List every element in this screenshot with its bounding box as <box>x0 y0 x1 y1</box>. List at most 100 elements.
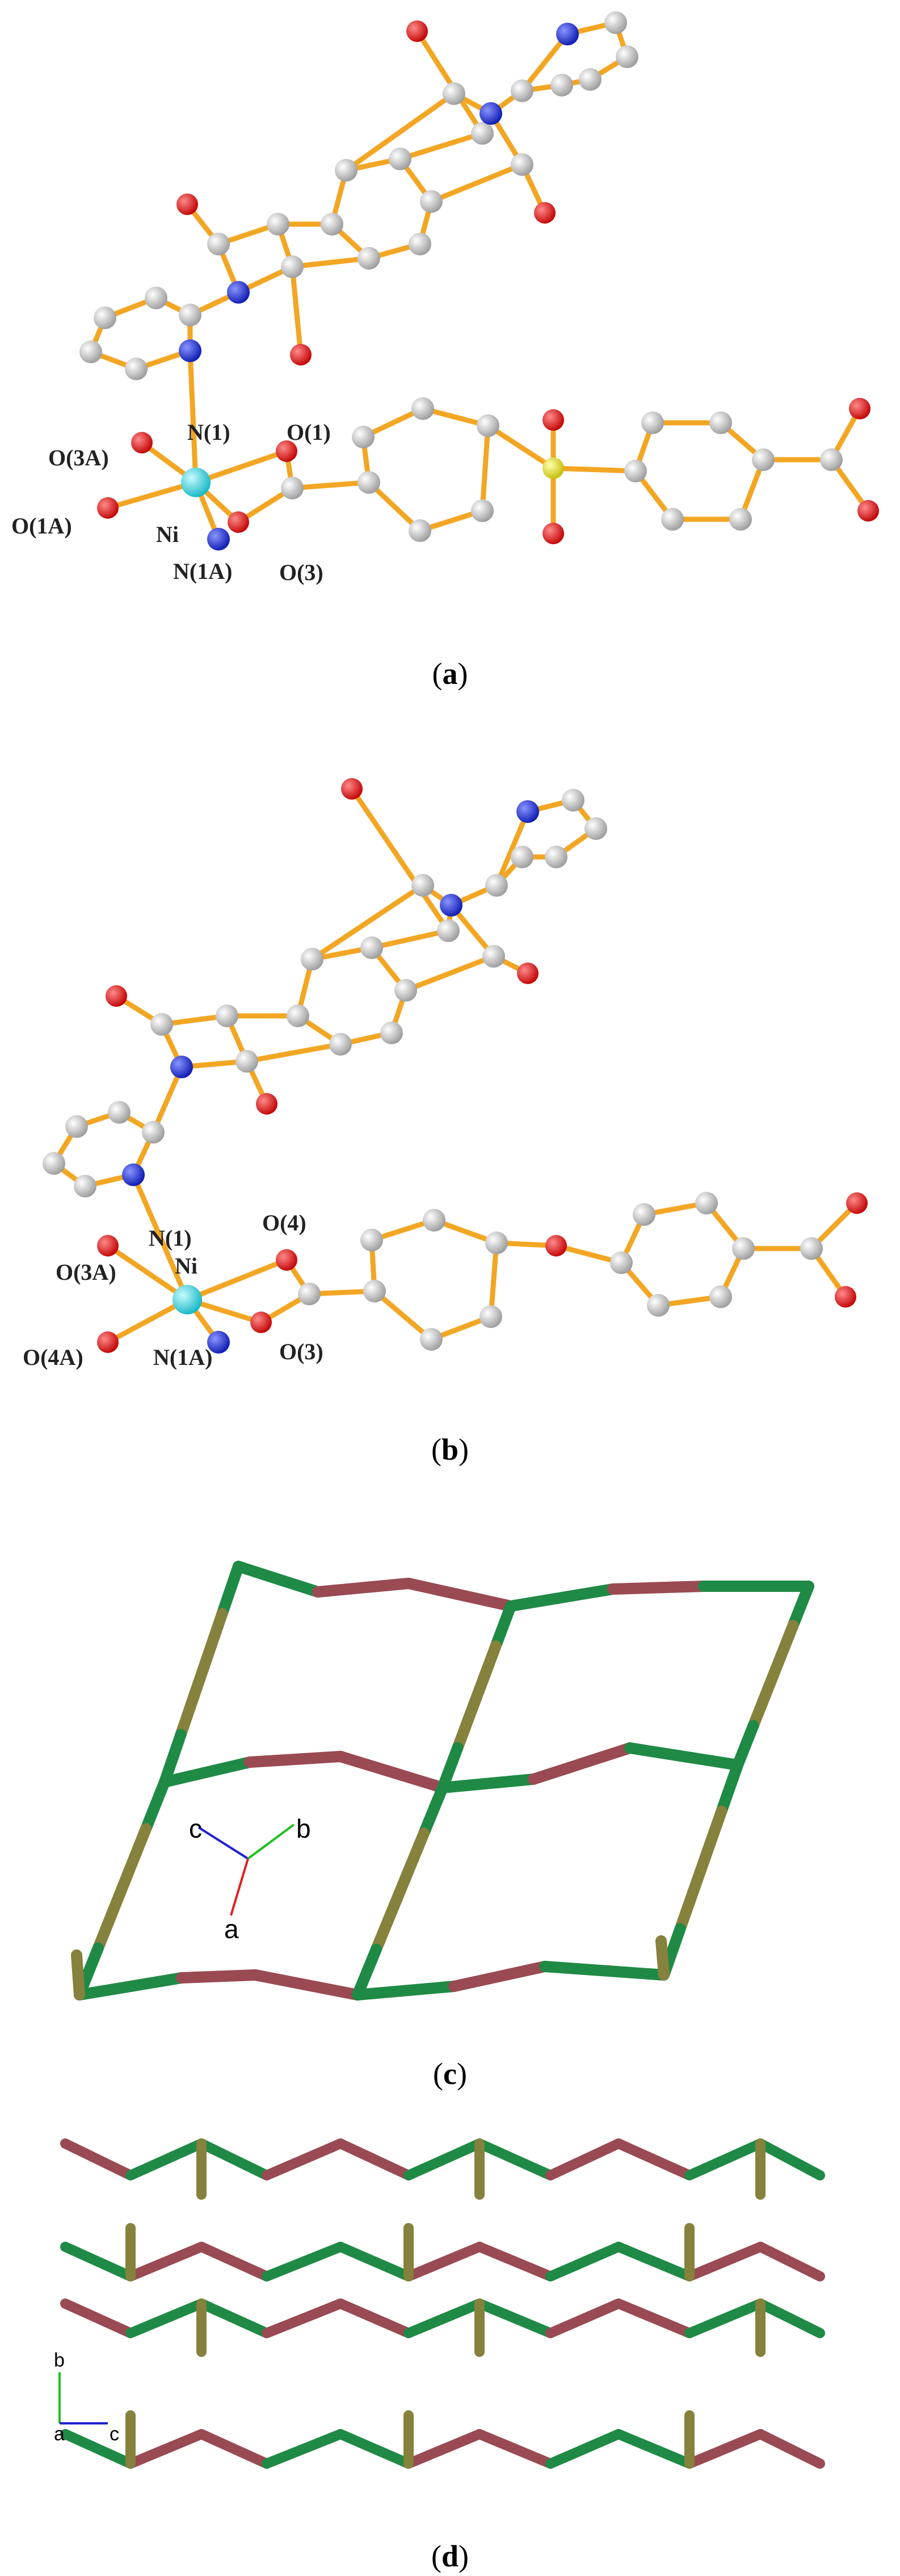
oxygen-atom <box>545 1235 567 1257</box>
net-rod <box>352 1981 460 2001</box>
net-rod <box>60 2429 136 2469</box>
net-rod <box>539 1961 670 1981</box>
carbon-atom <box>363 1280 386 1302</box>
carbon-atom <box>360 1229 383 1251</box>
panel-c-2d-network: c b a (c) <box>71 1561 814 2091</box>
carbon-atom <box>545 846 567 868</box>
net-rod <box>403 1578 516 1612</box>
net-rod <box>335 2242 414 2281</box>
net-rod <box>92 1823 152 1954</box>
oxygen-atom <box>250 1312 272 1333</box>
oxygen-atom <box>176 194 198 215</box>
panel-a-bonds <box>88 20 871 542</box>
carbon-atom <box>641 411 664 434</box>
carbon-atom <box>584 817 607 840</box>
net-rod <box>125 2138 207 2180</box>
carbon-atom <box>579 68 602 91</box>
carbon-atom <box>485 874 508 897</box>
panel-a-caption: (a) <box>432 657 468 691</box>
carbon-atom <box>411 874 434 897</box>
carbon-atom <box>267 213 289 236</box>
net-rod <box>175 1608 228 1741</box>
carbon-atom <box>287 1005 309 1027</box>
axis-b-label: b <box>296 1814 311 1843</box>
net-rod <box>545 2298 624 2338</box>
oxygen-atom <box>290 344 312 365</box>
panel-d-axis-triad: b a c <box>54 2350 119 2445</box>
net-rod <box>684 2429 766 2469</box>
bond <box>309 883 426 962</box>
net-rod <box>216 1561 244 1620</box>
net-rod <box>545 2138 624 2180</box>
panel-a-atom-labels: O(3A) N(1) O(1) O(1A) Ni N(1A) O(3) <box>11 419 331 585</box>
sulfur-atom <box>542 457 564 479</box>
carbon-atom <box>633 1203 655 1226</box>
oxygen-atom <box>276 440 297 462</box>
net-rod <box>437 1774 539 1793</box>
net-rod <box>403 2138 485 2180</box>
carbon-atom <box>485 1232 508 1254</box>
carbon-atom <box>329 1033 352 1056</box>
oxygen-atom <box>131 432 153 453</box>
carbon-atom <box>43 1152 65 1175</box>
oxygen-atom <box>106 985 127 1007</box>
carbon-atom <box>108 1101 131 1124</box>
axis-a-label: a <box>224 1914 239 1944</box>
net-rod <box>74 1972 187 2001</box>
carbon-atom <box>511 79 533 102</box>
carbon-atom <box>321 213 343 236</box>
oxygen-atom <box>97 1235 119 1257</box>
carbon-atom <box>142 1121 165 1144</box>
nitrogen-atom <box>516 800 539 823</box>
net-rod <box>755 2242 825 2281</box>
net-rod <box>262 2429 346 2469</box>
bond <box>343 91 457 173</box>
label-o3: O(3) <box>279 1339 323 1364</box>
panel-d-caption: (d) <box>431 2539 469 2573</box>
bond <box>105 480 199 511</box>
label-o4a: O(4A) <box>23 1344 83 1370</box>
bond <box>289 255 372 270</box>
oxygen-atom <box>517 963 539 984</box>
carbon-atom <box>443 82 465 105</box>
net-rod <box>60 2242 136 2281</box>
net-rod <box>125 2298 207 2338</box>
oxygen-atom <box>835 1286 856 1308</box>
net-rod <box>60 2138 136 2180</box>
nitrogen-atom <box>207 1331 230 1354</box>
bond <box>488 1240 499 1319</box>
carbon-atom <box>207 233 230 255</box>
bond <box>550 465 638 474</box>
panel-d-net-rods <box>60 2138 825 2469</box>
label-o3: O(3) <box>279 560 323 585</box>
carbon-atom <box>437 919 460 942</box>
carbon-atom <box>358 471 380 494</box>
nitrogen-atom <box>179 339 201 362</box>
net-rod <box>452 1640 502 1754</box>
panel-c-caption: (c) <box>433 2057 467 2091</box>
label-o1: O(1) <box>287 419 331 445</box>
bond <box>403 953 497 993</box>
net-rod <box>607 1581 709 1595</box>
oxygen-atom <box>276 1249 297 1271</box>
net-rod <box>755 2138 825 2180</box>
bond <box>428 162 525 204</box>
carbon-atom <box>420 190 443 213</box>
carbon-atom <box>511 153 533 176</box>
net-rod <box>140 1776 170 1835</box>
carbon-atom <box>550 74 573 96</box>
carbon-atom <box>74 1175 96 1197</box>
net-rod <box>474 2429 556 2469</box>
oxygen-atom <box>341 778 363 800</box>
net-rod <box>159 1756 255 1788</box>
bond <box>480 423 491 514</box>
carbon-atom <box>409 519 431 542</box>
net-rod <box>60 2298 136 2338</box>
nitrogen-atom <box>170 1056 193 1078</box>
panel-b-atom-labels: N(1) O(4) Ni O(3A) O(4A) N(1A) O(3) <box>23 1210 323 1370</box>
axis-a-label: a <box>54 2423 65 2445</box>
net-rod <box>528 1742 636 1785</box>
panel-b-molecule: N(1) O(4) Ni O(3A) O(4A) N(1A) O(3) (b) <box>23 778 868 1466</box>
net-rod <box>335 2298 414 2338</box>
net-rod <box>474 2242 556 2281</box>
